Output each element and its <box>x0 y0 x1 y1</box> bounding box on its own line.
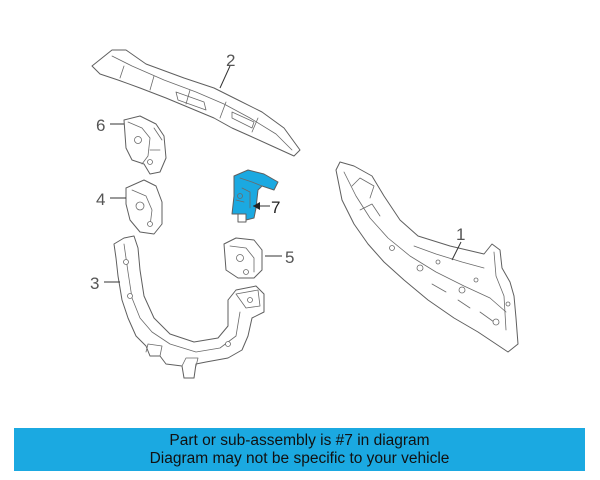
banner-line-disclaimer: Diagram may not be specific to your vehi… <box>149 449 450 467</box>
leader-1 <box>451 241 462 261</box>
part-3-support-frame[interactable] <box>113 235 265 379</box>
part-2-upper-rail[interactable] <box>91 49 301 157</box>
part-6-bracket[interactable] <box>123 115 167 175</box>
banner-line-part-number: Part or sub-assembly is #7 in diagram <box>169 431 430 449</box>
part-7-bracket-highlighted[interactable] <box>231 169 279 223</box>
info-banner: Part or sub-assembly is #7 in diagram Di… <box>14 428 585 471</box>
leader-2 <box>219 65 231 89</box>
leader-7-arrowhead <box>253 202 260 210</box>
part-5-bracket[interactable] <box>223 237 263 279</box>
callout-3: 3 <box>90 274 99 293</box>
callout-1: 1 <box>456 225 465 244</box>
part-1-side-apron[interactable] <box>335 161 519 353</box>
callout-5: 5 <box>285 248 294 267</box>
parts-diagram: 2 6 4 3 5 <box>90 49 519 379</box>
callout-7: 7 <box>271 198 280 217</box>
callout-4: 4 <box>96 190 105 209</box>
callout-6: 6 <box>96 116 105 135</box>
callout-2: 2 <box>226 51 235 70</box>
part-4-bracket[interactable] <box>125 179 163 235</box>
